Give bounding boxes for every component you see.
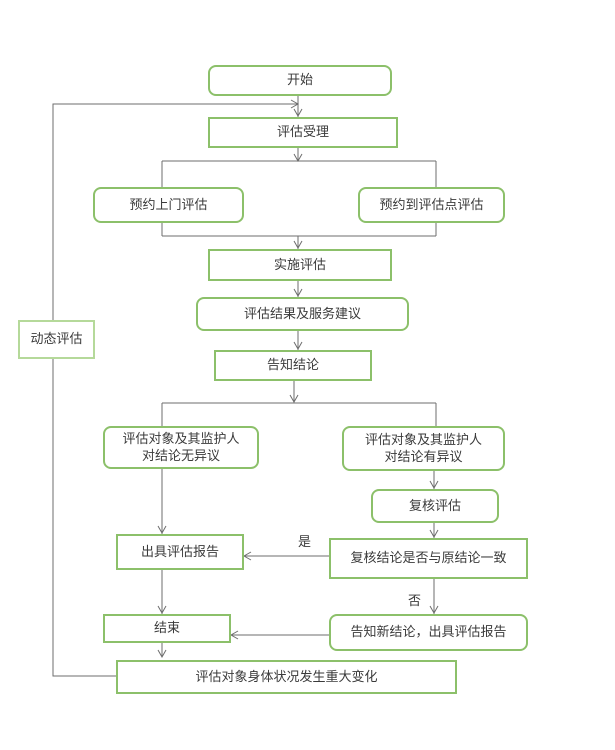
arrowhead — [429, 480, 439, 490]
node-start: 开始 — [208, 65, 392, 96]
node-notify-label: 告知结论 — [266, 358, 319, 373]
arrowhead — [293, 240, 303, 250]
node-review-decision-label: 复核结论是否与原结论一致 — [350, 551, 507, 566]
arrowhead — [293, 108, 303, 118]
node-review-decision: 复核结论是否与原结论一致 — [329, 538, 528, 579]
arrowhead — [229, 630, 239, 640]
arrowhead — [429, 529, 439, 539]
node-major-change-label: 评估对象身体状况发生重大变化 — [195, 669, 378, 685]
node-major-change: 评估对象身体状况发生重大变化 — [116, 660, 457, 694]
arrowhead — [157, 605, 167, 615]
node-conduct: 实施评估 — [208, 249, 392, 281]
node-dynamic: 动态评估 — [18, 320, 95, 359]
arrowhead — [289, 394, 299, 404]
node-accept: 评估受理 — [208, 117, 398, 148]
node-no-objection-label: 评估对象及其监护人 对结论无异议 — [122, 431, 240, 464]
node-end-label: 结束 — [153, 621, 180, 636]
node-end: 结束 — [103, 614, 231, 643]
node-notify: 告知结论 — [214, 350, 372, 381]
node-review: 复核评估 — [371, 489, 499, 523]
node-site-visit: 预约到评估点评估 — [358, 187, 505, 223]
node-review-label: 复核评估 — [408, 498, 461, 514]
node-objection: 评估对象及其监护人 对结论有异议 — [342, 426, 505, 471]
node-issue-report-label: 出具评估报告 — [140, 544, 219, 560]
node-home-visit: 预约上门评估 — [93, 187, 244, 223]
arrowhead — [157, 649, 167, 659]
arrowhead — [242, 551, 252, 561]
node-conduct-label: 实施评估 — [273, 257, 326, 273]
arrowhead — [157, 525, 167, 535]
arrowhead — [293, 288, 303, 298]
node-issue-report: 出具评估报告 — [116, 534, 244, 570]
node-home-visit-label: 预约上门评估 — [129, 197, 208, 213]
edge-loop-back — [52, 103, 298, 677]
node-result-label: 评估结果及服务建议 — [243, 306, 361, 322]
node-new-conclusion: 告知新结论，出具评估报告 — [329, 614, 528, 651]
arrowhead — [293, 341, 303, 351]
node-start-label: 开始 — [286, 73, 313, 88]
node-dynamic-label: 动态评估 — [30, 332, 83, 347]
arrowhead — [429, 605, 439, 615]
node-objection-label: 评估对象及其监护人 对结论有异议 — [364, 432, 482, 465]
node-site-visit-label: 预约到评估点评估 — [379, 197, 484, 213]
edge-label-no: 否 — [408, 594, 422, 609]
node-accept-label: 评估受理 — [276, 125, 329, 140]
arrowhead — [290, 99, 300, 109]
node-no-objection: 评估对象及其监护人 对结论无异议 — [103, 426, 259, 469]
edge-label-yes: 是 — [298, 535, 312, 550]
node-result: 评估结果及服务建议 — [196, 297, 409, 331]
node-new-conclusion-label: 告知新结论，出具评估报告 — [350, 625, 507, 640]
